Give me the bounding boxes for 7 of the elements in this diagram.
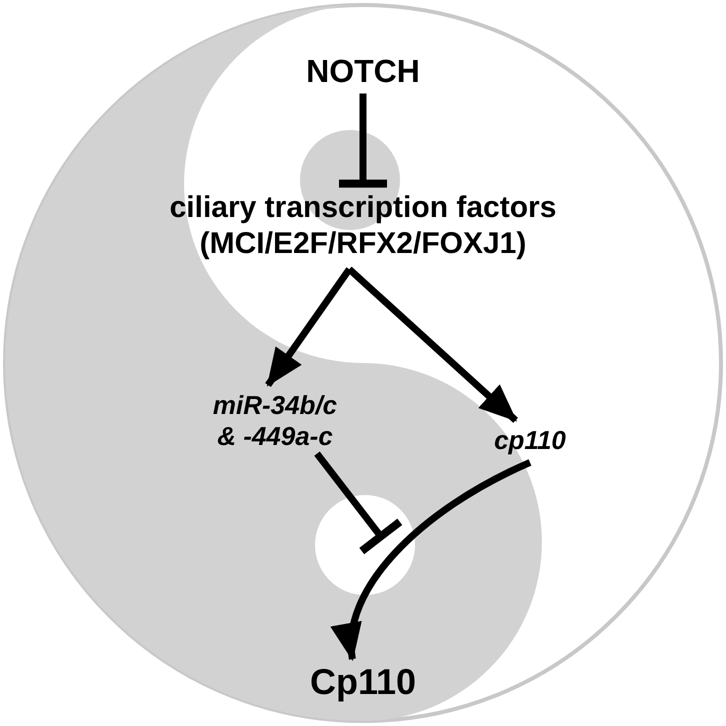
arrow bbox=[265, 267, 352, 388]
gene-label: cp110 bbox=[494, 425, 566, 456]
transcription-factor-label: ciliary transcription factors (MCI/E2F/RFX2/FOXJ1) bbox=[168, 190, 558, 262]
protein-label: Cp110 bbox=[310, 660, 416, 704]
microrna-label: miR-34b/c & -449a-c bbox=[212, 390, 338, 452]
gene-label: NOTCH bbox=[306, 52, 420, 90]
arrow bbox=[346, 266, 518, 423]
